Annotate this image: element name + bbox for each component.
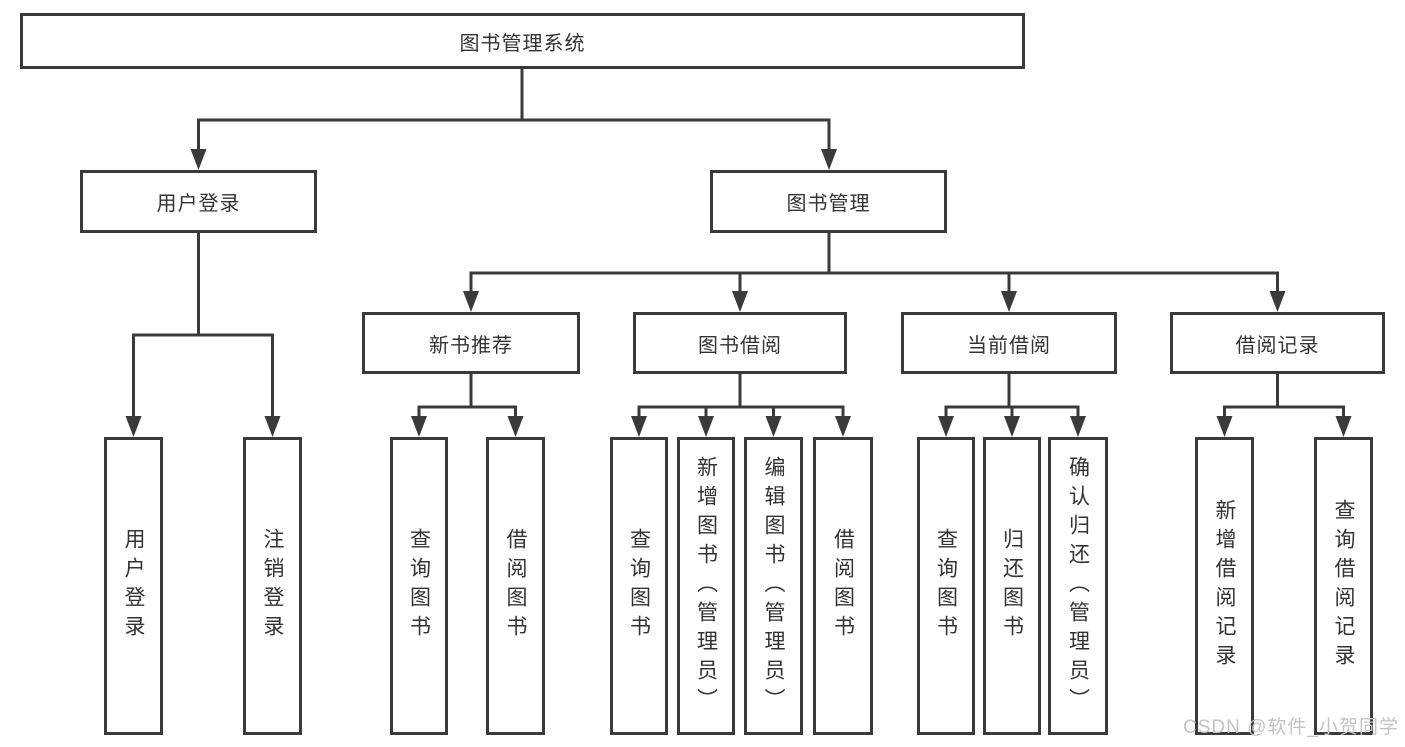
node-current-borrow: 当前借阅 (901, 312, 1117, 374)
node-book-borrow: 图书借阅 (633, 312, 847, 374)
node-user-login: 用户登录 (80, 170, 317, 233)
node-label: 新增借阅记录 (1213, 499, 1236, 673)
node-borrow-records: 借阅记录 (1170, 312, 1385, 374)
node-label: 图书管理 (786, 193, 871, 215)
node-label: 借阅图书 (831, 528, 855, 644)
node-label: 新书推荐 (429, 334, 513, 357)
node-label: 图书管理系统 (459, 32, 586, 55)
node-label: 归还图书 (1000, 528, 1024, 644)
node-book-management: 图书管理 (710, 170, 947, 233)
leaf-user-login: 用户登录 (104, 437, 163, 735)
leaf-logout: 注销登录 (243, 437, 302, 735)
node-label: 借阅图书 (504, 528, 527, 644)
leaf-current-confirm-return-admin: 确认归还（管理员） (1048, 437, 1108, 735)
node-new-book-recommend: 新书推荐 (362, 312, 580, 374)
leaf-borrow-edit-book-admin: 编辑图书（管理员） (744, 437, 803, 735)
node-label: 用户登录 (122, 528, 145, 644)
leaf-records-add-record: 新增借阅记录 (1195, 437, 1254, 735)
node-label: 编辑图书（管理员） (762, 455, 785, 717)
node-label: 用户登录 (156, 193, 241, 215)
leaf-recommend-borrow-book: 借阅图书 (486, 437, 545, 735)
node-label: 查询图书 (627, 528, 651, 644)
leaf-borrow-borrow-book: 借阅图书 (813, 437, 873, 735)
node-label: 查询借阅记录 (1332, 499, 1355, 673)
leaf-current-query-book: 查询图书 (917, 437, 975, 735)
leaf-records-query-record: 查询借阅记录 (1314, 437, 1373, 735)
leaf-borrow-add-book-admin: 新增图书（管理员） (677, 437, 735, 735)
node-label: 注销登录 (261, 528, 284, 644)
node-library-system: 图书管理系统 (20, 13, 1025, 69)
csdn-watermark: CSDN @软件_小贺同学 (1183, 717, 1399, 738)
node-label: 借阅记录 (1235, 334, 1320, 357)
leaf-current-return-book: 归还图书 (983, 437, 1041, 735)
node-label: 新增图书（管理员） (694, 455, 718, 717)
node-label: 查询图书 (934, 528, 958, 644)
node-label: 查询图书 (407, 528, 431, 644)
node-label: 当前借阅 (967, 334, 1051, 357)
leaf-recommend-query-book: 查询图书 (390, 437, 448, 735)
node-label: 确认归还（管理员） (1066, 455, 1090, 717)
node-label: 图书借阅 (698, 334, 782, 357)
leaf-borrow-query-book: 查询图书 (610, 437, 668, 735)
